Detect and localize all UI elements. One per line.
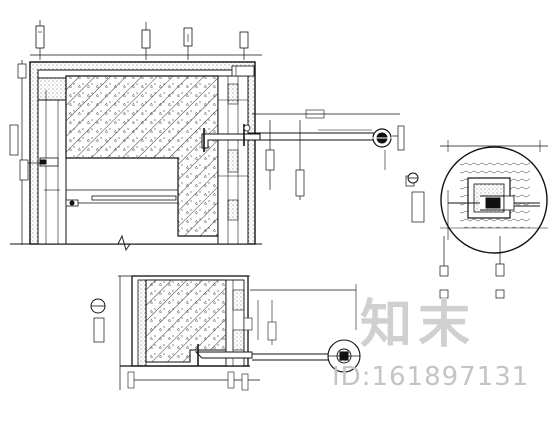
section-marker-top xyxy=(407,172,419,184)
bottom-section-detail xyxy=(90,275,361,391)
top-section-detail xyxy=(9,20,405,252)
round-detail-callout xyxy=(405,140,548,299)
